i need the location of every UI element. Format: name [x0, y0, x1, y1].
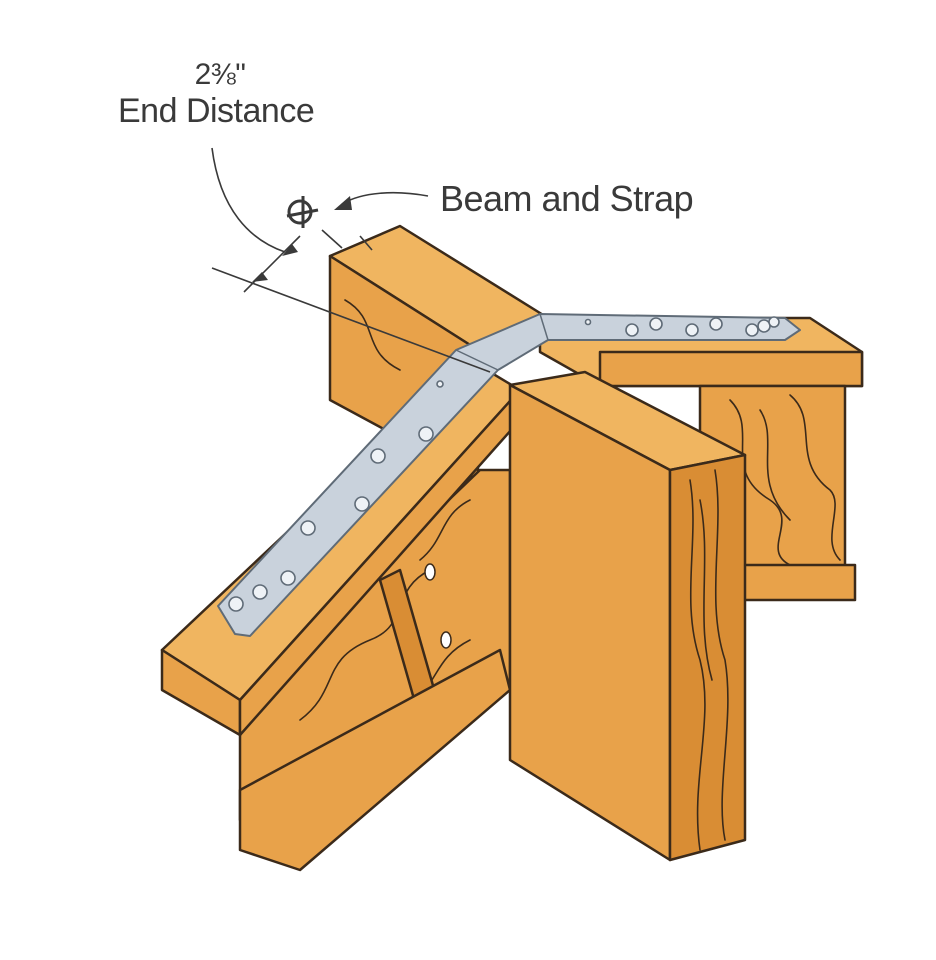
beam-and-strap-label: Beam and Strap [440, 178, 694, 219]
diagonal-i-joist [160, 358, 522, 872]
metal-strap [217, 313, 801, 637]
end-distance-dimension [211, 147, 491, 373]
centerline-symbol-icon [286, 196, 319, 228]
strap-nails [228, 316, 780, 612]
end-distance-label: End Distance [118, 92, 315, 130]
beam-strap-leader [334, 191, 429, 210]
end-distance-value: 2⅜" [194, 58, 246, 91]
web-holes [424, 563, 452, 649]
front-beam [508, 370, 747, 862]
